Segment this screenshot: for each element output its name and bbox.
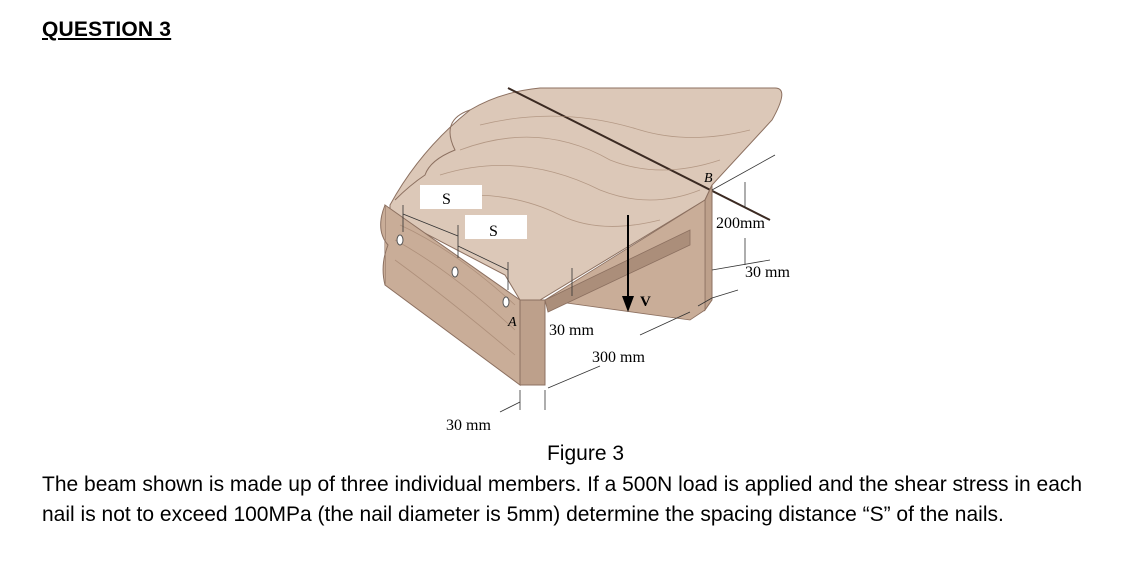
nail-2 <box>451 266 459 278</box>
s-label-mid: S <box>489 223 498 240</box>
load-label-v: V <box>640 294 651 310</box>
nail-3 <box>502 296 510 308</box>
dim-30-flange-label: 30 mm <box>549 322 594 339</box>
spacing-dimension-lines <box>402 205 509 290</box>
right-web <box>704 184 713 312</box>
s-label-top: S <box>442 191 451 208</box>
label-a: A <box>507 315 517 330</box>
dim-200-lines <box>711 154 776 271</box>
beam-figure: S S V B A 200mm 30 mm 30 mm 300 mm 30 mm <box>380 87 790 434</box>
dim-30-right-lines <box>697 289 739 307</box>
load-arrow-head <box>622 296 634 312</box>
dim-30-bottom-label: 30 mm <box>446 417 491 434</box>
s-label-box-mid <box>465 215 527 239</box>
nail-1 <box>396 234 404 246</box>
top-plate-back-edge <box>394 109 471 201</box>
dim-30-right-label: 30 mm <box>745 264 790 281</box>
left-board-end <box>519 299 546 386</box>
dim-300-lines <box>547 311 691 389</box>
dim-300-label: 300 mm <box>592 349 645 366</box>
label-b: B <box>704 171 713 186</box>
s-label-box-top <box>420 185 482 209</box>
inner-shelf <box>544 229 691 313</box>
top-seam-line <box>507 87 771 221</box>
top-plate <box>389 87 783 301</box>
nail-heads <box>396 234 510 308</box>
problem-statement: The beam shown is made up of three indiv… <box>42 473 1083 526</box>
dim-200-label: 200mm <box>716 215 765 232</box>
left-board-edge <box>380 204 389 286</box>
question-heading: QUESTION 3 <box>42 18 172 41</box>
dim-30-bottom-lines <box>499 390 546 413</box>
figure-caption: Figure 3 <box>546 442 625 465</box>
left-board-grain <box>394 224 516 356</box>
